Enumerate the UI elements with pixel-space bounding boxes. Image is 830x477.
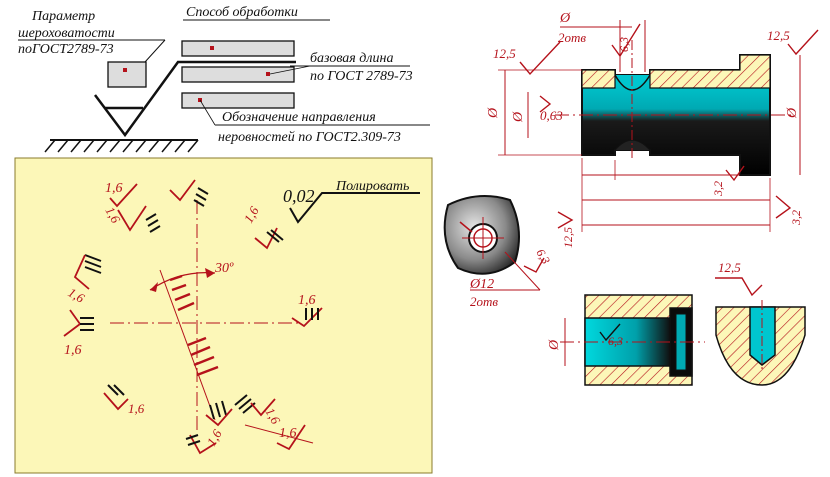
legend-base-length-1: базовая длина (310, 51, 393, 66)
svg-text:1,6: 1,6 (66, 285, 88, 306)
svg-text:6,3: 6,3 (533, 247, 553, 267)
polish-label: Полировать (335, 179, 409, 194)
mark-6: 1,6 (63, 309, 94, 358)
mark-9: 1,6 (185, 400, 233, 455)
roughness-examples-panel: 0,02 Полировать 30º 1,6 1,6 (14, 157, 433, 474)
svg-text:12,5: 12,5 (767, 28, 790, 43)
svg-text:1,6: 1,6 (64, 343, 82, 358)
mark-2 (169, 179, 209, 207)
legend-method: Способ обработки (186, 5, 298, 20)
svg-text:1,6: 1,6 (204, 426, 225, 448)
ra-value: 0,02 (283, 186, 315, 206)
mark-4: 1,6 (241, 203, 284, 250)
section-a: Ø 6,3 (547, 294, 705, 386)
svg-text:6,3: 6,3 (617, 37, 631, 52)
hole-view: Ø12 2отв 6,3 (443, 195, 553, 309)
legend-base-length-2: по ГОСТ 2789-73 (310, 69, 413, 84)
svg-text:Ø: Ø (511, 111, 526, 123)
svg-text:Ø: Ø (547, 339, 562, 351)
mark-3: 1,6 (102, 204, 123, 226)
method-box (181, 40, 295, 57)
mark-8: 1,6 (103, 384, 145, 416)
svg-text:12,5: 12,5 (493, 46, 516, 61)
direction-box (181, 92, 295, 109)
section-b: 12,5 (715, 260, 806, 386)
svg-text:1,6: 1,6 (262, 405, 283, 427)
svg-text:Ø: Ø (785, 107, 800, 119)
svg-text:1,6: 1,6 (298, 293, 316, 308)
svg-text:1,6: 1,6 (105, 181, 123, 196)
param-box (107, 61, 147, 88)
legend-direction-2: неровностей по ГОСТ2.309-73 (218, 130, 401, 145)
angle-label: 30º (214, 261, 234, 276)
svg-text:3,2: 3,2 (711, 181, 725, 197)
svg-text:2отв: 2отв (470, 294, 498, 309)
legend-param-3: поГОСТ2789-73 (18, 42, 114, 57)
svg-text:Ø: Ø (559, 11, 571, 26)
legend-param-2: шероховатости (18, 26, 115, 41)
legend-param-1: Параметр (31, 9, 95, 24)
legend-direction-1: Обозначение направления (222, 110, 376, 125)
mark-1: 1,6 (105, 181, 138, 208)
svg-text:1,6: 1,6 (279, 426, 297, 441)
svg-text:3,2: 3,2 (789, 210, 803, 226)
svg-text:0,63: 0,63 (540, 108, 563, 123)
svg-text:Ø: Ø (486, 107, 501, 119)
svg-text:1,6: 1,6 (241, 203, 262, 225)
svg-text:12,5: 12,5 (561, 227, 575, 248)
svg-text:6,3: 6,3 (608, 334, 623, 348)
mark-5: 1,6 (66, 254, 102, 306)
svg-text:2отв: 2отв (558, 30, 586, 45)
svg-text:1,6: 1,6 (128, 401, 145, 416)
mark-7: 1,6 (291, 293, 323, 328)
svg-text:12,5: 12,5 (718, 260, 741, 275)
base-length-box (181, 66, 295, 83)
roughness-symbol (94, 60, 296, 138)
legend-block: Параметр шероховатости поГОСТ2789-73 Спо… (18, 5, 430, 153)
svg-text:1,6: 1,6 (102, 204, 123, 226)
mark-3-sym (117, 205, 161, 233)
mark-10: 1,6 1,6 (234, 394, 314, 451)
svg-text:Ø12: Ø12 (469, 277, 494, 292)
shaft-drawing: Ø 2отв 6,3 12,5 12,5 Ø Ø 0,63 Ø 3,2 12,5 (486, 11, 819, 248)
